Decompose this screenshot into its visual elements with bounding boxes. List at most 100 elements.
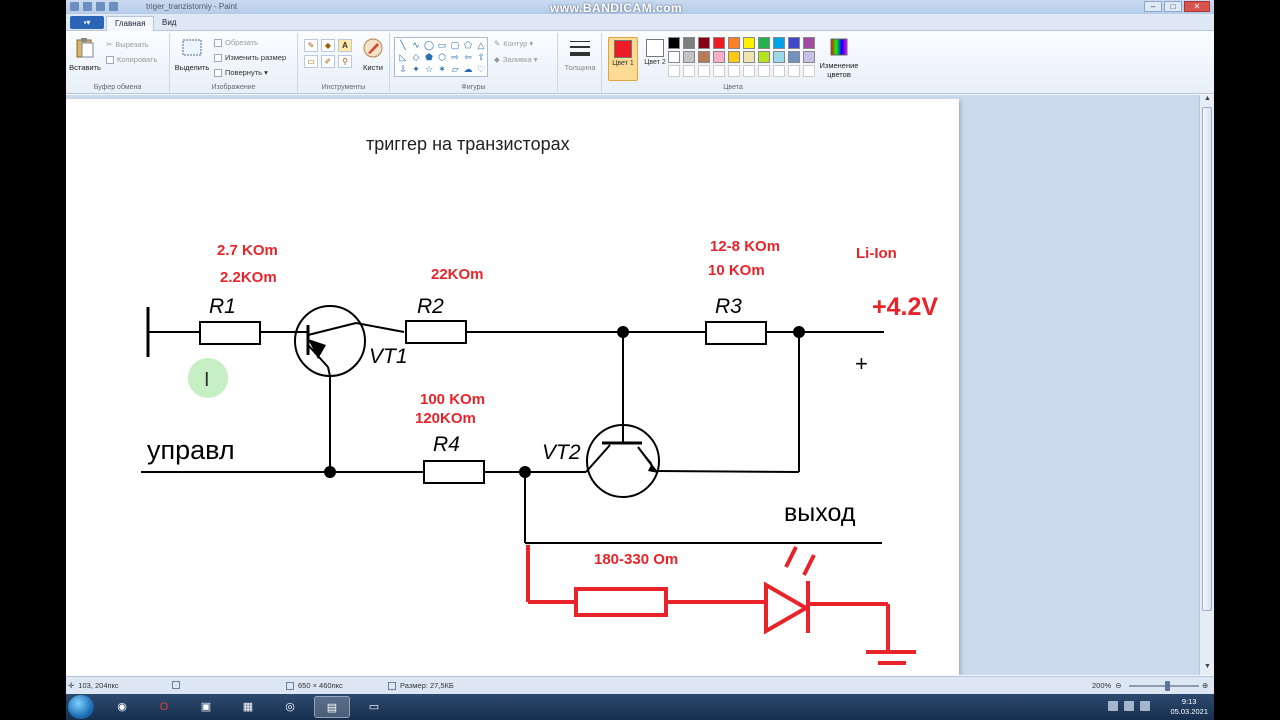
zoom-slider[interactable] xyxy=(1129,681,1199,691)
arrow-down-shape-icon[interactable]: ⇩ xyxy=(399,64,407,74)
window-taskbar-icon[interactable]: ▭ xyxy=(368,701,380,713)
palette-swatch[interactable] xyxy=(743,65,755,77)
palette-swatch[interactable] xyxy=(668,51,680,63)
palette-swatch[interactable] xyxy=(683,51,695,63)
palette-swatch[interactable] xyxy=(773,51,785,63)
palette-swatch[interactable] xyxy=(758,37,770,49)
chrome-taskbar-icon[interactable]: ◉ xyxy=(117,701,127,713)
edit-colors-button[interactable]: Изменение цветов xyxy=(816,37,862,79)
paint-taskbar-icon[interactable]: ▤ xyxy=(314,696,350,718)
close-button[interactable]: ✕ xyxy=(1184,1,1210,12)
line-shape-icon[interactable]: ╲ xyxy=(400,40,406,50)
hexagon-shape-icon[interactable]: ⬡ xyxy=(438,52,446,62)
palette-swatch[interactable] xyxy=(728,51,740,63)
palette-swatch[interactable] xyxy=(668,37,680,49)
cut-button[interactable]: ✂Вырезать xyxy=(106,40,149,49)
palette-swatch[interactable] xyxy=(683,37,695,49)
color-picker-icon[interactable]: ✐ xyxy=(321,55,335,68)
tab-view[interactable]: Вид xyxy=(162,18,177,27)
computer-taskbar-icon[interactable]: ▣ xyxy=(200,701,212,713)
shapes-gallery[interactable]: ╲ ∿ ◯ ▭ ▢ ⬠ △ ◺ ◇ ⬟ ⬡ ⇨ ⇦ ⇧ ⇩ ✦ ☆ ✶ ▱ ☁ xyxy=(394,37,488,77)
clock[interactable]: 9:13 05.03.2021 xyxy=(1170,697,1208,717)
arrow-left-shape-icon[interactable]: ⇦ xyxy=(464,52,472,62)
paint-app-icon[interactable] xyxy=(70,2,79,11)
zoom-slider-knob[interactable] xyxy=(1165,681,1170,691)
palette-swatch[interactable] xyxy=(698,51,710,63)
crop-button[interactable]: Обрезать xyxy=(214,38,258,47)
size-button[interactable]: Толщина xyxy=(562,37,598,72)
copy-button[interactable]: Копировать xyxy=(106,55,157,64)
magnifier-icon[interactable]: ⚲ xyxy=(338,55,352,68)
fill-dropdown[interactable]: ◆Заливка ▾ xyxy=(494,55,538,64)
rounded-rectangle-shape-icon[interactable]: ▢ xyxy=(450,40,460,50)
palette-swatch[interactable] xyxy=(773,37,785,49)
scroll-down-icon[interactable]: ▼ xyxy=(1204,663,1211,670)
palette-swatch[interactable] xyxy=(758,51,770,63)
palette-swatch[interactable] xyxy=(758,65,770,77)
minimize-button[interactable]: – xyxy=(1144,1,1162,12)
arrow-right-shape-icon[interactable]: ⇨ xyxy=(451,52,459,62)
scroll-up-icon[interactable]: ▲ xyxy=(1204,95,1211,102)
heart-shape-icon[interactable]: ♡ xyxy=(476,64,486,74)
scroll-thumb[interactable] xyxy=(1202,107,1212,611)
paste-button[interactable]: Вставить xyxy=(68,37,102,72)
opera-taskbar-icon[interactable]: O xyxy=(159,701,169,713)
cloud-shape-icon[interactable]: ☁ xyxy=(463,64,473,74)
undo-icon[interactable] xyxy=(96,2,105,11)
diamond-shape-icon[interactable]: ◇ xyxy=(412,52,420,62)
oval-shape-icon[interactable]: ◯ xyxy=(423,40,435,50)
polygon-shape-icon[interactable]: ⬠ xyxy=(464,40,472,50)
tab-home[interactable]: Главная xyxy=(106,16,155,31)
palette-swatch[interactable] xyxy=(743,37,755,49)
pencil-icon[interactable]: ✎ xyxy=(304,39,318,52)
rectangle-shape-icon[interactable]: ▭ xyxy=(437,40,447,50)
brushes-button[interactable]: Кисти xyxy=(358,37,388,72)
palette-swatch[interactable] xyxy=(713,51,725,63)
resize-button[interactable]: Изменить размер xyxy=(214,53,286,62)
palette-swatch[interactable] xyxy=(788,51,800,63)
recorder-taskbar-icon[interactable]: ◎ xyxy=(285,701,295,713)
star6-shape-icon[interactable]: ✶ xyxy=(438,64,446,74)
triangle-shape-icon[interactable]: △ xyxy=(477,40,485,50)
palette-swatch[interactable] xyxy=(743,51,755,63)
palette-swatch[interactable] xyxy=(698,37,710,49)
palette-swatch[interactable] xyxy=(788,37,800,49)
calculator-taskbar-icon[interactable]: ▦ xyxy=(242,701,254,713)
network-icon[interactable] xyxy=(1124,701,1134,711)
palette-swatch[interactable] xyxy=(773,65,785,77)
palette-swatch[interactable] xyxy=(788,65,800,77)
volume-icon[interactable] xyxy=(1140,701,1150,711)
maximize-button[interactable]: □ xyxy=(1164,1,1182,12)
curve-shape-icon[interactable]: ∿ xyxy=(412,40,420,50)
eraser-icon[interactable]: ▭ xyxy=(304,55,318,68)
palette-swatch[interactable] xyxy=(698,65,710,77)
zoom-out-icon[interactable]: ⊖ xyxy=(1115,681,1122,690)
save-icon[interactable] xyxy=(83,2,92,11)
palette-swatch[interactable] xyxy=(713,37,725,49)
color1-button[interactable]: Цвет 1 xyxy=(608,37,638,81)
select-button[interactable]: Выделить xyxy=(172,37,212,72)
palette-swatch[interactable] xyxy=(683,65,695,77)
fill-bucket-icon[interactable]: ◆ xyxy=(321,39,335,52)
outline-dropdown[interactable]: ✎Контур ▾ xyxy=(494,39,533,48)
drawing-canvas[interactable]: I триггер на транзисторах xyxy=(66,99,959,675)
arrow-up-shape-icon[interactable]: ⇧ xyxy=(477,52,485,62)
redo-icon[interactable] xyxy=(109,2,118,11)
palette-swatch[interactable] xyxy=(803,51,815,63)
right-triangle-shape-icon[interactable]: ◺ xyxy=(399,52,407,62)
pentagon-shape-icon[interactable]: ⬟ xyxy=(425,52,433,62)
palette-swatch[interactable] xyxy=(803,65,815,77)
star4-shape-icon[interactable]: ✦ xyxy=(412,64,420,74)
text-tool-icon[interactable]: A xyxy=(338,39,352,52)
start-button[interactable] xyxy=(68,695,94,719)
color2-button[interactable]: Цвет 2 xyxy=(640,37,670,81)
palette-swatch[interactable] xyxy=(728,65,740,77)
palette-swatch[interactable] xyxy=(728,37,740,49)
palette-swatch[interactable] xyxy=(803,37,815,49)
flag-icon[interactable] xyxy=(1108,701,1118,711)
palette-swatch[interactable] xyxy=(713,65,725,77)
palette-swatch[interactable] xyxy=(668,65,680,77)
callout-shape-icon[interactable]: ▱ xyxy=(451,64,459,74)
zoom-in-icon[interactable]: ⊕ xyxy=(1202,681,1209,690)
rotate-button[interactable]: Повернуть ▾ xyxy=(214,68,268,77)
